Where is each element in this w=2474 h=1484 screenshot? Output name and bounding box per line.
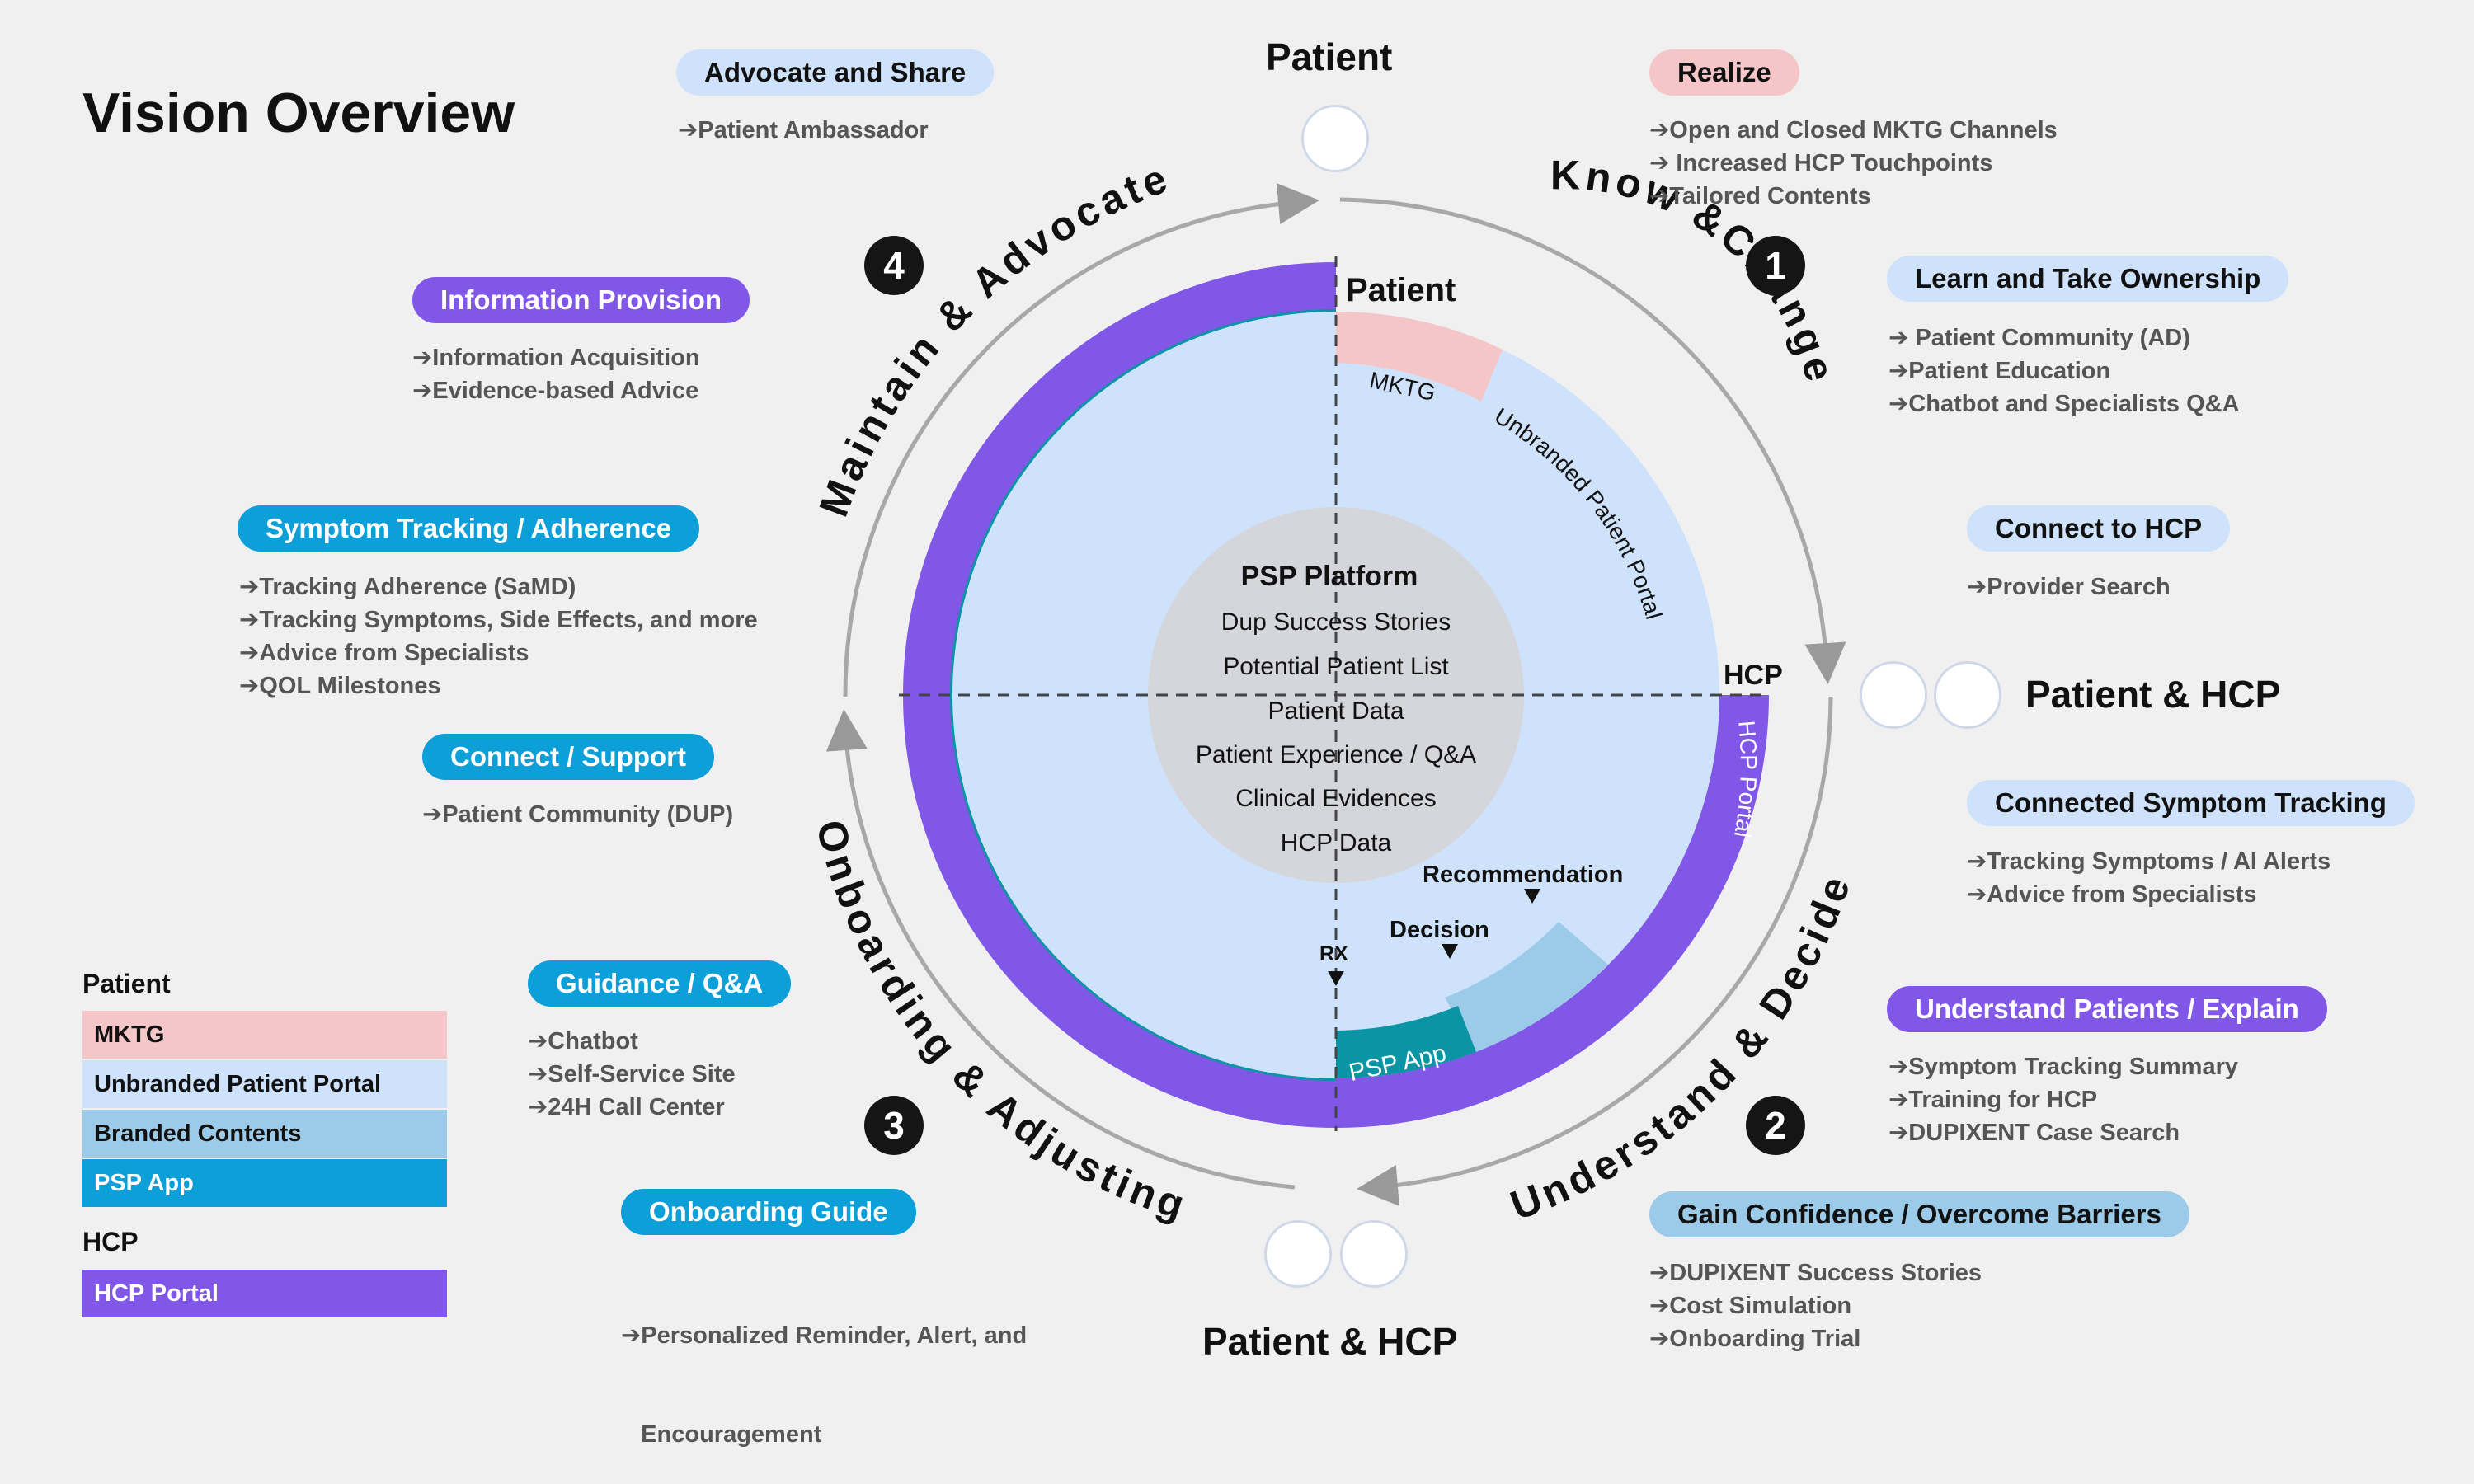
info-provision-list: ➔Information Acquisition ➔Evidence-based… [412, 345, 700, 404]
wheel-hcp-label: HCP [1724, 660, 1783, 691]
hcp-avatar-right [1934, 661, 2001, 729]
right-patient-hcp-heading: Patient & HCP [2025, 673, 2281, 716]
svg-text:2: 2 [1765, 1104, 1786, 1147]
top-patient-heading: Patient [1266, 35, 1393, 78]
connected-tracking-list: ➔Tracking Symptoms / AI Alerts ➔Advice f… [1967, 848, 2331, 908]
page-title: Vision Overview [82, 82, 515, 144]
gain-confidence-pill: Gain Confidence / Overcome Barriers [1649, 1191, 2189, 1237]
guidance-pill: Guidance / Q&A [528, 960, 792, 1007]
info-provision-pill: Information Provision [412, 277, 750, 323]
connect-hcp-list: ➔Provider Search [1967, 574, 2171, 600]
svg-text:1: 1 [1765, 244, 1786, 287]
cycle-arrow-3 [825, 709, 1296, 1190]
symptom-tracking-list: ➔Tracking Adherence (SaMD) ➔Tracking Sym… [239, 574, 758, 699]
connect-support-pill: Connect / Support [422, 734, 714, 780]
realize-list: ➔Open and Closed MKTG Channels ➔ Increas… [1649, 117, 2058, 209]
learn-ownership-list: ➔ Patient Community (AD) ➔Patient Educat… [1888, 325, 2240, 417]
legend-patient-label: Patient [82, 969, 171, 998]
svg-text:Clinical Evidences: Clinical Evidences [1235, 785, 1436, 812]
decision-marker [1442, 944, 1458, 959]
patient-avatar-top [1301, 105, 1369, 172]
hcp-avatar-bottom [1340, 1220, 1408, 1288]
onboarding-guide-list: ➔Personalized Reminder, Alert, and Encou… [621, 1322, 1028, 1448]
vision-wheel: Patient HCP MKTG Unbranded Patient Porta… [807, 152, 1856, 1229]
connect-hcp-pill: Connect to HCP [1967, 505, 2231, 552]
understand-patients-pill: Understand Patients / Explain [1887, 986, 2327, 1032]
cycle-arrow-4 [843, 183, 1319, 697]
recommendation-label: Recommendation [1423, 862, 1623, 888]
svg-text:4: 4 [883, 244, 905, 287]
cycle-arrow-2 [1357, 696, 1833, 1206]
legend-item-mktg: MKTG [82, 1011, 447, 1059]
legend-hcp-label: HCP [82, 1227, 139, 1256]
connect-support-list: ➔Patient Community (DUP) [422, 801, 734, 828]
cycle-arrow-1 [1339, 197, 1846, 684]
legend-item-psp-app: PSP App [82, 1159, 447, 1207]
svg-text:3: 3 [883, 1104, 905, 1147]
stage-numbers: 1 2 3 4 [864, 236, 1805, 1155]
legend-item-branded: Branded Contents [82, 1110, 447, 1158]
center-title: PSP Platform [1241, 561, 1418, 592]
symptom-tracking-pill: Symptom Tracking / Adherence [238, 505, 700, 552]
wheel-patient-label: Patient [1346, 272, 1456, 308]
bottom-patient-hcp-heading: Patient & HCP [1202, 1320, 1458, 1363]
svg-text:Potential Patient List: Potential Patient List [1223, 653, 1449, 680]
understand-patients-list: ➔Symptom Tracking Summary ➔Training for … [1888, 1054, 2238, 1146]
psp-app-segment [1336, 1006, 1476, 1079]
patient-avatar-bottom [1264, 1220, 1332, 1288]
guidance-list: ➔Chatbot ➔Self-Service Site ➔24H Call Ce… [528, 1028, 736, 1120]
legend-item-unbranded: Unbranded Patient Portal [82, 1060, 447, 1108]
svg-text:Patient Experience / Q&A: Patient Experience / Q&A [1196, 741, 1476, 768]
decision-label: Decision [1390, 917, 1489, 943]
recommendation-marker [1524, 889, 1540, 904]
onboarding-guide-pill: Onboarding Guide [621, 1189, 916, 1235]
advocate-share-list: ➔Patient Ambassador [678, 117, 929, 143]
advocate-share-pill: Advocate and Share [676, 49, 995, 96]
patient-avatar-right [1860, 661, 1927, 729]
rx-marker [1328, 971, 1344, 986]
legend-item-hcp-portal: HCP Portal [82, 1270, 447, 1317]
center-text: PSP Platform Dup Success Stories Potenti… [1196, 561, 1476, 857]
svg-text:Dup Success Stories: Dup Success Stories [1221, 608, 1451, 636]
svg-text:Patient Data: Patient Data [1268, 697, 1404, 725]
connected-tracking-pill: Connected Symptom Tracking [1967, 780, 2415, 826]
mktg-segment [1336, 311, 1503, 402]
branded-contents-segment [1445, 922, 1608, 1052]
gain-confidence-list: ➔DUPIXENT Success Stories ➔Cost Simulati… [1649, 1260, 1982, 1352]
rx-label: RX [1319, 942, 1348, 965]
learn-ownership-pill: Learn and Take Ownership [1887, 256, 2289, 302]
realize-pill: Realize [1649, 49, 1799, 96]
svg-text:HCP Data: HCP Data [1281, 829, 1392, 857]
